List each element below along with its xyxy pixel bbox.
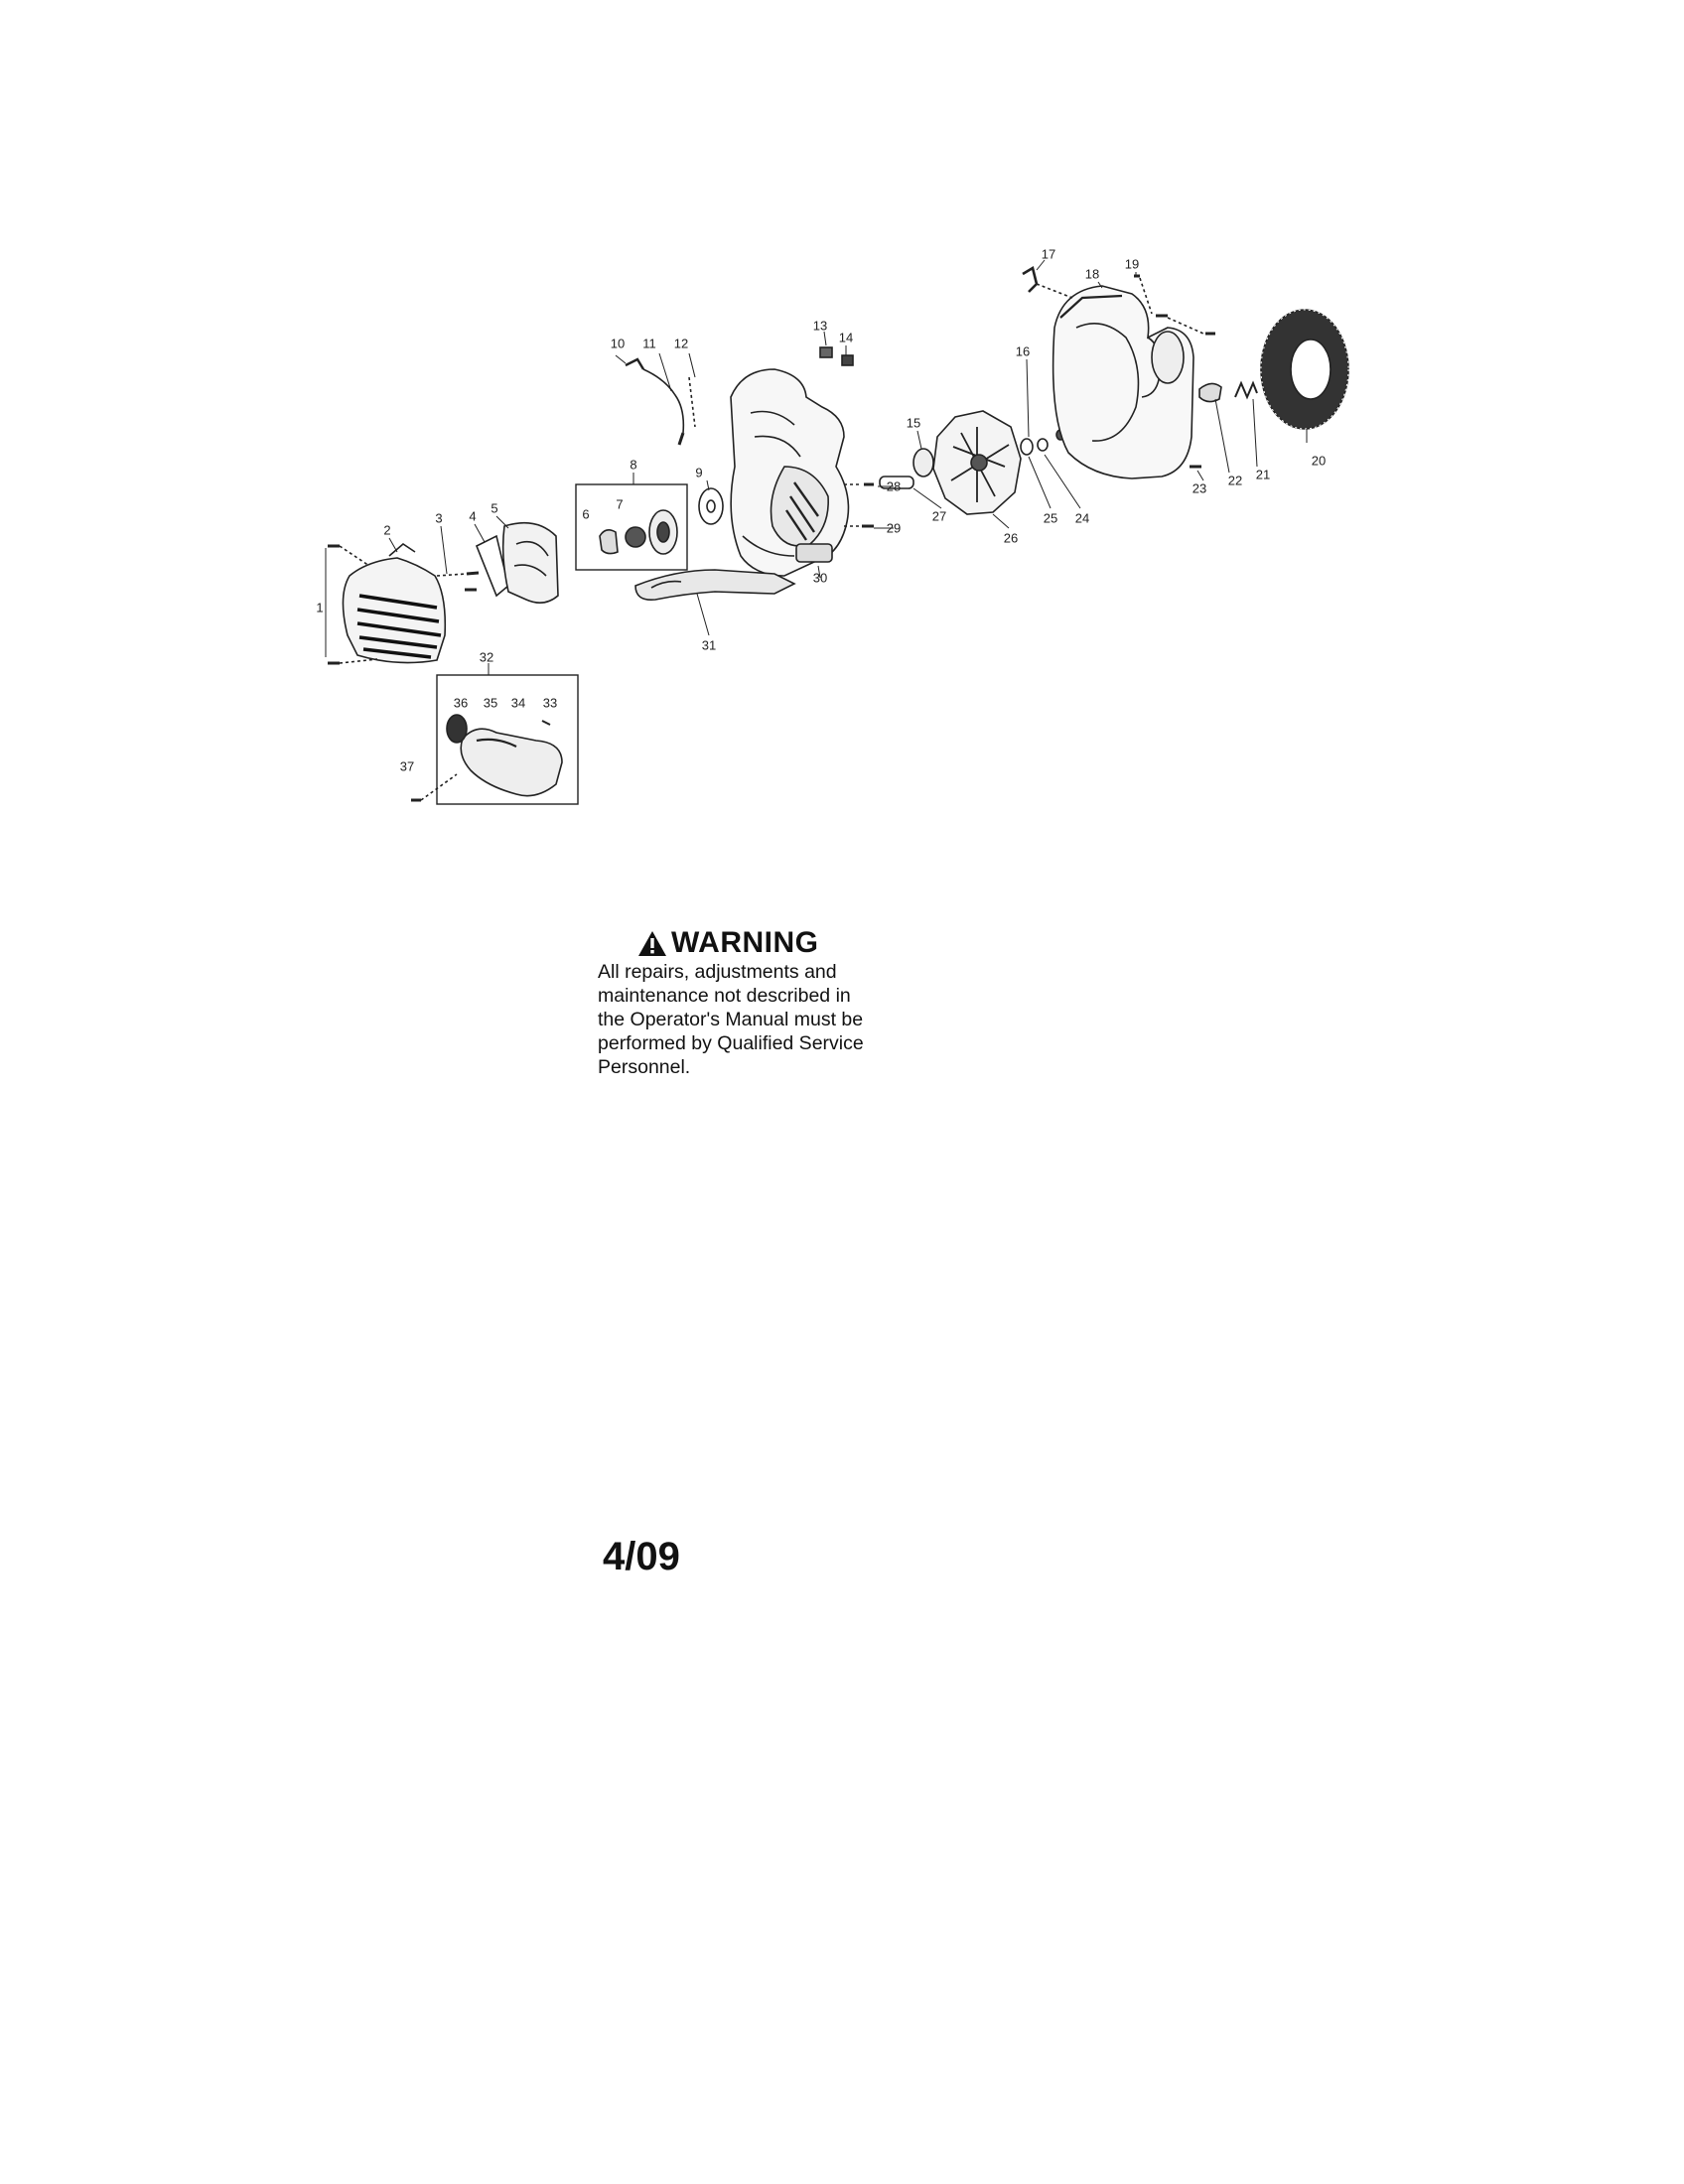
warning-block: WARNING All repairs, adjustments and mai…: [598, 928, 935, 1079]
part-22-knob: [1198, 382, 1222, 403]
callout-34: 34: [510, 695, 526, 711]
callout-31: 31: [701, 637, 717, 653]
part-5-housing-cover: [501, 521, 559, 604]
part-20-intake-guard: [1260, 309, 1349, 430]
callout-37: 37: [399, 758, 415, 774]
warning-text: All repairs, adjustments and maintenance…: [598, 960, 915, 1079]
callout-27: 27: [931, 508, 947, 524]
callout-10: 10: [610, 336, 626, 351]
callout-18: 18: [1084, 266, 1100, 282]
callout-6: 6: [582, 506, 590, 522]
part-30-engine-housing: [730, 368, 850, 577]
part-15-collar: [912, 448, 934, 478]
warning-line: All repairs, adjustments and: [598, 961, 837, 983]
callout-7: 7: [616, 496, 624, 512]
callout-12: 12: [673, 336, 689, 351]
callout-35: 35: [483, 695, 498, 711]
exploded-parts-diagram: 1 2 3 4 5 6 7 8 9 10 11 12 13 14 15 16 1…: [316, 246, 1349, 805]
callout-13: 13: [812, 318, 828, 334]
callout-3: 3: [435, 510, 443, 526]
callout-33: 33: [542, 695, 558, 711]
callout-23: 23: [1192, 480, 1207, 496]
warning-line: maintenance not described in: [598, 985, 851, 1007]
callout-5: 5: [491, 500, 498, 516]
callout-25: 25: [1043, 510, 1058, 526]
part-18-blower-housing: [1052, 285, 1194, 479]
callout-26: 26: [1003, 530, 1019, 546]
part-3-screw: [436, 571, 480, 592]
part-17-clip: [1022, 265, 1073, 299]
warning-line: performed by Qualified Service: [598, 1032, 864, 1054]
date-code: 4/09: [603, 1535, 680, 1578]
callout-22: 22: [1227, 473, 1243, 488]
part-27-shaft: [879, 476, 914, 489]
callout-11: 11: [642, 336, 656, 351]
warning-heading: WARNING: [637, 928, 935, 958]
part-31-tube: [634, 569, 796, 602]
warning-triangle-icon: [638, 930, 666, 956]
callout-20: 20: [1311, 453, 1327, 469]
part-26-impeller: [932, 410, 1022, 515]
part-9-washer: [698, 487, 724, 525]
warning-line: the Operator's Manual must be: [598, 1009, 864, 1030]
callout-21: 21: [1255, 467, 1271, 482]
part-8-starter-box: [575, 483, 688, 571]
callout-9: 9: [695, 465, 703, 480]
part-13-14-clips: [819, 346, 854, 366]
part-21-spring: [1234, 380, 1258, 400]
leader-lines: [388, 259, 1308, 675]
callout-15: 15: [906, 415, 921, 431]
part-37-screw: [411, 773, 458, 802]
callout-14: 14: [838, 330, 854, 345]
part-10-11-12-switch-wire: [625, 357, 696, 446]
part-19-screws: [1134, 274, 1215, 336]
callout-8: 8: [630, 457, 637, 473]
callout-30: 30: [812, 570, 828, 586]
callout-2: 2: [383, 522, 391, 538]
warning-line: Personnel.: [598, 1056, 691, 1078]
part-2-grille-cover: [342, 542, 447, 664]
part-32-box: [436, 674, 579, 805]
part-28-29-screws: [844, 482, 874, 528]
warning-title: WARNING: [671, 926, 819, 959]
callout-4: 4: [469, 508, 477, 524]
callout-32: 32: [479, 649, 494, 665]
callout-17: 17: [1041, 246, 1056, 262]
part-16-24-25-washers: [1020, 429, 1065, 456]
callout-28: 28: [886, 478, 902, 494]
callout-24: 24: [1074, 510, 1090, 526]
callout-19: 19: [1124, 256, 1140, 272]
callout-16: 16: [1015, 343, 1031, 359]
callout-29: 29: [886, 520, 902, 536]
callout-36: 36: [453, 695, 469, 711]
callout-1: 1: [316, 600, 324, 615]
part-1-screws: [325, 544, 378, 665]
